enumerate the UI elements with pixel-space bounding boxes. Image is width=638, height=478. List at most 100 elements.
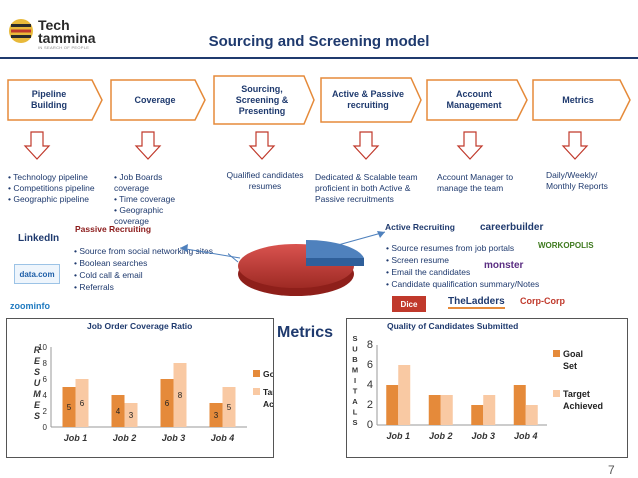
list-item: • Source from social networking sites — [74, 246, 214, 256]
bar-goal-set — [386, 385, 399, 425]
y-axis-label-letter: M — [352, 366, 358, 375]
corpcorp-logo: Corp-Corp — [520, 296, 565, 306]
list-item-text: Boolean searches — [79, 258, 148, 268]
y-axis-label-letter: S — [352, 334, 357, 343]
legend-swatch — [553, 390, 560, 397]
chart-1-title: Job Order Coverage Ratio — [87, 321, 193, 331]
bar-target-achieved — [75, 379, 89, 427]
dice-logo: Dice — [392, 296, 426, 312]
x-tick-label: Job 4 — [514, 431, 538, 441]
bar-data-label: 3 — [214, 411, 219, 420]
logo-line2: tammina — [38, 30, 96, 46]
logo-mark-icon — [9, 19, 33, 43]
monster-logo: monster — [484, 260, 523, 271]
logo-line1: Tech — [38, 17, 70, 33]
bar-goal-set — [160, 379, 174, 427]
desc-item: • Job Boards coverage — [114, 172, 163, 193]
list-item-text: Referrals — [79, 282, 114, 292]
desc-account: Account Manager to manage the team — [437, 172, 514, 193]
legend-swatch — [253, 370, 260, 377]
chevron-screening — [213, 75, 315, 125]
y-axis-label-letter: B — [352, 355, 358, 364]
active-heading: Active Recruiting — [385, 222, 455, 232]
x-tick-label: Job 1 — [386, 431, 410, 441]
stage-label-coverage: Coverage — [134, 94, 176, 105]
bar-target-achieved — [483, 395, 496, 425]
list-item: • Email the candidates — [386, 267, 471, 277]
desc-item: • Time coverage — [114, 194, 176, 204]
logo-tagline: IN SEARCH OF PEOPLE — [38, 45, 90, 50]
desc-metrics: Daily/Weekly/ Monthly Reports — [546, 170, 608, 191]
dice-text: Dice — [400, 299, 418, 309]
y-tick-label: 8 — [367, 339, 373, 351]
legend-label: Goal — [563, 349, 583, 359]
active-list: • Source resumes from job portals • Scre… — [386, 242, 558, 290]
stage-label-recruiting: Active & Passive recruiting — [331, 89, 405, 110]
desc-item: • Geographic pipeline — [8, 194, 89, 204]
desc-item: • Geographic coverage — [114, 205, 164, 226]
x-tick-label: Job 2 — [429, 431, 453, 441]
legend-swatch — [553, 350, 560, 357]
zoominfo-logo: zoominfo — [10, 301, 50, 311]
passive-list: • Source from social networking sites • … — [74, 245, 244, 293]
bar-data-label: 4 — [116, 407, 121, 416]
stage-label-account: Account Management — [446, 89, 502, 110]
workopolis-logo: WORKOPOLIS — [538, 241, 594, 250]
bar-goal-set — [62, 387, 76, 427]
passive-heading: Passive Recruiting — [75, 224, 152, 234]
y-axis-label-letter: E — [34, 400, 41, 410]
bar-goal-set — [471, 405, 484, 425]
y-tick-label: 4 — [43, 391, 48, 400]
bar-target-achieved — [124, 403, 138, 427]
legend-label: Goal Set — [263, 369, 273, 379]
bar-target-achieved — [440, 395, 453, 425]
pie-graphic — [228, 239, 364, 296]
bar-data-label: 3 — [129, 411, 134, 420]
careerbuilder-logo: careerbuilder — [480, 222, 543, 233]
list-item-text: Source from social networking sites — [79, 246, 214, 256]
bar-target-achieved — [525, 405, 538, 425]
page-number: 7 — [608, 463, 615, 477]
y-axis-label-letter: A — [352, 397, 358, 406]
chart-2-title: Quality of Candidates Submitted — [387, 321, 519, 331]
y-tick-label: 10 — [38, 343, 47, 352]
chevron-metrics — [532, 79, 631, 121]
x-tick-label: Job 3 — [471, 431, 495, 441]
bar-data-label: 6 — [165, 399, 170, 408]
bar-goal-set — [428, 395, 441, 425]
y-tick-label: 0 — [43, 423, 48, 432]
legend-label: Target — [263, 387, 273, 397]
list-item-text: Candidate qualification summary/Notes — [391, 279, 540, 289]
bar-goal-set — [513, 385, 526, 425]
bar-goal-set — [111, 395, 125, 427]
datacom-text: data.com — [19, 269, 55, 279]
legend-label: Target — [563, 389, 590, 399]
x-tick-label: Job 3 — [162, 433, 186, 443]
monster-text: monster — [484, 260, 524, 271]
desc-item: • Technology pipeline — [8, 172, 88, 182]
list-item: • Referrals — [74, 282, 114, 292]
list-item: • Candidate qualification summary/Notes — [386, 279, 540, 289]
linkedin-text: LinkedIn — [18, 233, 60, 244]
desc-recruiting: Dedicated & Scalable team proficient in … — [315, 172, 418, 204]
desc-screening: Qualified candidates resumes — [226, 170, 304, 191]
list-item: • Source resumes from job portals — [386, 243, 515, 253]
page-title: Sourcing and Screening model — [208, 33, 430, 50]
y-axis-label-letter: R — [34, 345, 41, 355]
y-axis-label-letter: L — [353, 408, 358, 417]
bar-target-achieved — [173, 363, 187, 427]
down-arrow-icon — [23, 131, 589, 160]
x-tick-label: Job 2 — [113, 433, 137, 443]
list-item: • Cold call & email — [74, 270, 143, 280]
stage-label-screening: Sourcing, Screening & Presenting — [235, 83, 289, 116]
chevron-coverage — [110, 79, 206, 121]
process-chevrons — [7, 75, 631, 125]
y-axis-label-letter: E — [34, 356, 41, 366]
y-axis-label-letter: S — [352, 418, 357, 427]
desc-coverage: • Job Boards coverage • Time coverage • … — [114, 172, 194, 227]
title-underline — [0, 57, 638, 59]
y-axis-label-letter: S — [34, 367, 40, 377]
